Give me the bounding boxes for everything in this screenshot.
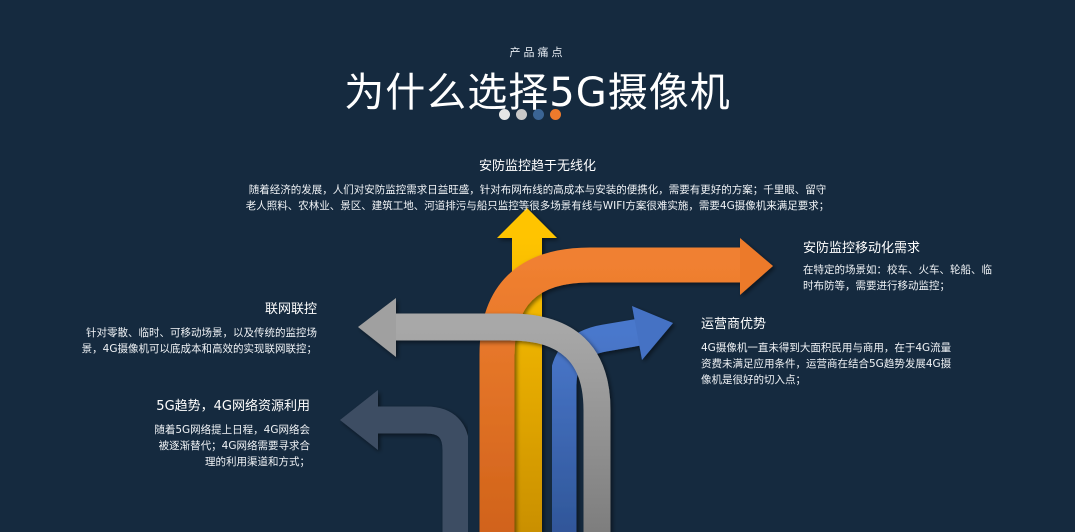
point-body-line: 随着经济的发展，人们对安防监控需求日益旺盛，针对布网布线的高成本与安装的便携化，… [248, 184, 827, 196]
point-body-line: 随着5G网络提上日程，4G网络会 [154, 424, 310, 436]
point-body-line: 4G摄像机一直未得到大面积民用与商用，在于4G流量 [701, 342, 952, 354]
point-body-line: 针对零散、临时、可移动场景，以及传统的监控场 [86, 327, 317, 339]
point-body-line: 景，4G摄像机可以底成本和高效的实现联网联控； [81, 343, 317, 355]
point-title: 安防监控趋于无线化 [478, 159, 596, 174]
point-network: 联网联控 针对零散、临时、可移动场景，以及传统的监控场 景，4G摄像机可以底成本… [40, 298, 317, 357]
point-body-line: 资费未满足应用条件，运营商在结合5G趋势发展4G摄 [701, 358, 952, 370]
point-operator: 运营商优势 4G摄像机一直未得到大面积民用与商用，在于4G流量 资费未满足应用条… [701, 313, 1001, 388]
dot-3 [533, 109, 544, 120]
gray-arrow [358, 298, 611, 532]
dot-2 [516, 109, 527, 120]
point-body-line: 老人照料、农林业、景区、建筑工地、河道排污与船只监控等很多场景有线与WIFI方案… [245, 200, 830, 212]
point-title: 联网联控 [264, 302, 317, 317]
decorative-dots [499, 109, 561, 120]
page-title: 为什么选择5G摄像机 [344, 70, 731, 116]
section-subtitle: 产品痛点 [509, 46, 566, 59]
dot-4 [550, 109, 561, 120]
point-body-line: 被逐渐替代；4G网络需要寻求合 [158, 440, 310, 452]
orange-arrow [479, 238, 773, 532]
slate-arrow [340, 390, 470, 532]
point-body-line: 理的利用渠道和方式； [205, 456, 310, 468]
point-body-line: 在特定的场景如：校车、火车、轮船、临 [803, 264, 992, 276]
point-title: 运营商优势 [701, 317, 767, 332]
point-title: 安防监控移动化需求 [803, 241, 921, 256]
point-body-line: 像机是很好的切入点； [701, 374, 806, 386]
point-title: 5G趋势，4G网络资源利用 [156, 399, 310, 414]
point-mobile: 安防监控移动化需求 在特定的场景如：校车、火车、轮船、临 时布防等，需要进行移动… [803, 237, 1043, 294]
point-wireless: 安防监控趋于无线化 随着经济的发展，人们对安防监控需求日益旺盛，针对布网布线的高… [150, 155, 925, 214]
point-5g-trend: 5G趋势，4G网络资源利用 随着5G网络提上日程，4G网络会 被逐渐替代；4G网… [60, 395, 310, 470]
dot-1 [499, 109, 510, 120]
point-body-line: 时布防等，需要进行移动监控； [803, 280, 950, 292]
